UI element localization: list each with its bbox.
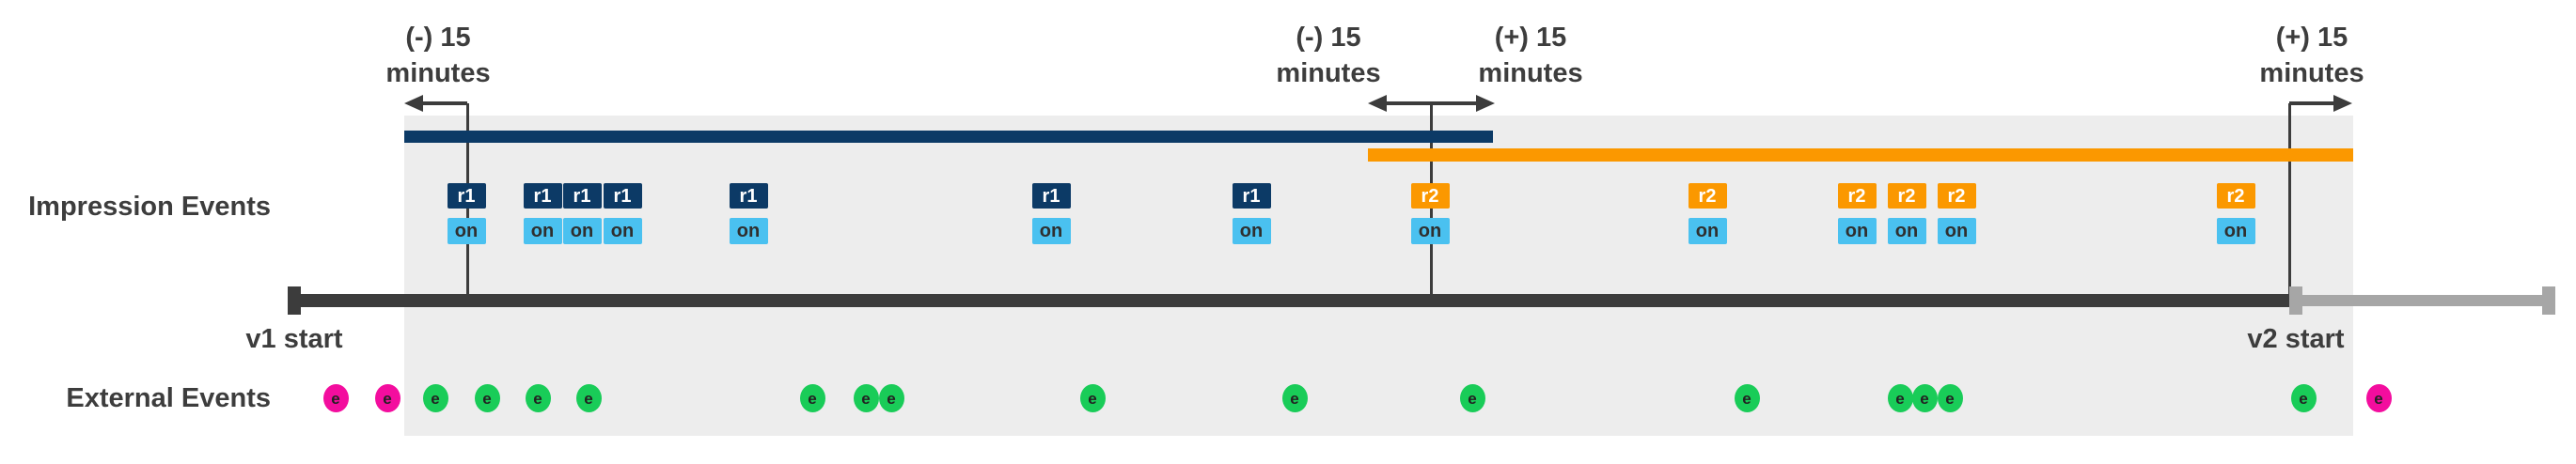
- external-event-dot-green: e: [525, 384, 551, 412]
- status-badge-on: on: [1887, 218, 1926, 244]
- experiment-window-panel: [404, 116, 2353, 436]
- arrow-line: [2289, 101, 2337, 105]
- status-badge-on: on: [1232, 218, 1271, 244]
- guide-line: [2287, 103, 2291, 294]
- status-badge-on: on: [447, 218, 486, 244]
- status-badge-on: on: [1837, 218, 1877, 244]
- external-event-dot-green: e: [878, 384, 904, 412]
- status-badge-on: on: [729, 218, 768, 244]
- external-event-dot-green: e: [1911, 384, 1938, 412]
- status-badge-on: on: [2216, 218, 2255, 244]
- arrowhead-right-icon: [1476, 95, 1495, 112]
- external-event-dot-green: e: [853, 384, 879, 412]
- arrowhead-right-icon: [2333, 95, 2352, 112]
- external-event-dot-pink: e: [322, 384, 349, 412]
- status-badge-on: on: [1410, 218, 1450, 244]
- rule-badge-r2: r2: [1937, 183, 1976, 209]
- status-badge-on: on: [1937, 218, 1976, 244]
- annotation-right-plus-15: (+) 15 minutes: [2259, 20, 2364, 91]
- annotation-unit-text: minutes: [385, 58, 491, 88]
- timeline-v2-segment: [2296, 295, 2549, 306]
- external-event-dot-green: e: [799, 384, 825, 412]
- rule-badge-r2: r2: [1410, 183, 1450, 209]
- arrow-line: [1383, 101, 1431, 105]
- rule-badge-r1: r1: [729, 183, 768, 209]
- rule-badge-r2: r2: [1837, 183, 1877, 209]
- arrow-line: [1431, 101, 1480, 105]
- timeline-v1-segment: [294, 294, 2289, 307]
- rule-badge-r2: r2: [1688, 183, 1727, 209]
- arrowhead-left-icon: [404, 95, 423, 112]
- rule-badge-r1: r1: [603, 183, 642, 209]
- rule-badge-r1: r1: [1031, 183, 1071, 209]
- external-event-dot-green: e: [474, 384, 500, 412]
- external-event-dot-pink: e: [2365, 384, 2392, 412]
- v2-start-label: v2 start: [2247, 324, 2345, 354]
- annotation-left-minus-15: (-) 15 minutes: [385, 20, 490, 91]
- external-events-row-label: External Events: [66, 383, 271, 413]
- timeline-end-marker: [2542, 286, 2555, 315]
- annotation-unit-text: minutes: [1276, 58, 1381, 88]
- external-event-dot-green: e: [1281, 384, 1308, 412]
- annotation-offset-text: (+) 15: [2275, 23, 2348, 53]
- external-event-dot-green: e: [1734, 384, 1760, 412]
- external-event-dot-green: e: [1887, 384, 1913, 412]
- external-event-dot-green: e: [1459, 384, 1485, 412]
- v2-coverage-bar: [1368, 148, 2353, 162]
- external-event-dot-green: e: [1937, 384, 1963, 412]
- external-event-dot-green: e: [575, 384, 602, 412]
- rule-badge-r1: r1: [447, 183, 486, 209]
- v2-start-marker: [2289, 286, 2302, 315]
- external-event-dot-green: e: [2290, 384, 2317, 412]
- rule-badge-r1: r1: [1232, 183, 1271, 209]
- annotation-offset-text: (+) 15: [1494, 23, 1567, 53]
- annotation-unit-text: minutes: [2259, 58, 2364, 88]
- external-event-dot-green: e: [422, 384, 448, 412]
- v1-coverage-bar: [404, 131, 1493, 143]
- rule-badge-r1: r1: [562, 183, 602, 209]
- arrowhead-left-icon: [1368, 95, 1387, 112]
- annotation-mid-minus-15: (-) 15 minutes: [1276, 20, 1380, 91]
- arrow-line: [419, 101, 467, 105]
- annotation-unit-text: minutes: [1478, 58, 1583, 88]
- status-badge-on: on: [1688, 218, 1727, 244]
- rule-badge-r2: r2: [2216, 183, 2255, 209]
- status-badge-on: on: [603, 218, 642, 244]
- external-event-dot-green: e: [1079, 384, 1106, 412]
- rule-badge-r1: r1: [523, 183, 562, 209]
- status-badge-on: on: [562, 218, 602, 244]
- external-event-dot-pink: e: [374, 384, 401, 412]
- annotation-mid-plus-15: (+) 15 minutes: [1478, 20, 1582, 91]
- impression-events-row-label: Impression Events: [28, 192, 271, 222]
- v1-start-label: v1 start: [245, 324, 343, 354]
- status-badge-on: on: [1031, 218, 1071, 244]
- rule-badge-r2: r2: [1887, 183, 1926, 209]
- annotation-offset-text: (-) 15: [405, 23, 471, 53]
- annotation-offset-text: (-) 15: [1296, 23, 1361, 53]
- status-badge-on: on: [523, 218, 562, 244]
- v1-start-marker: [288, 286, 301, 315]
